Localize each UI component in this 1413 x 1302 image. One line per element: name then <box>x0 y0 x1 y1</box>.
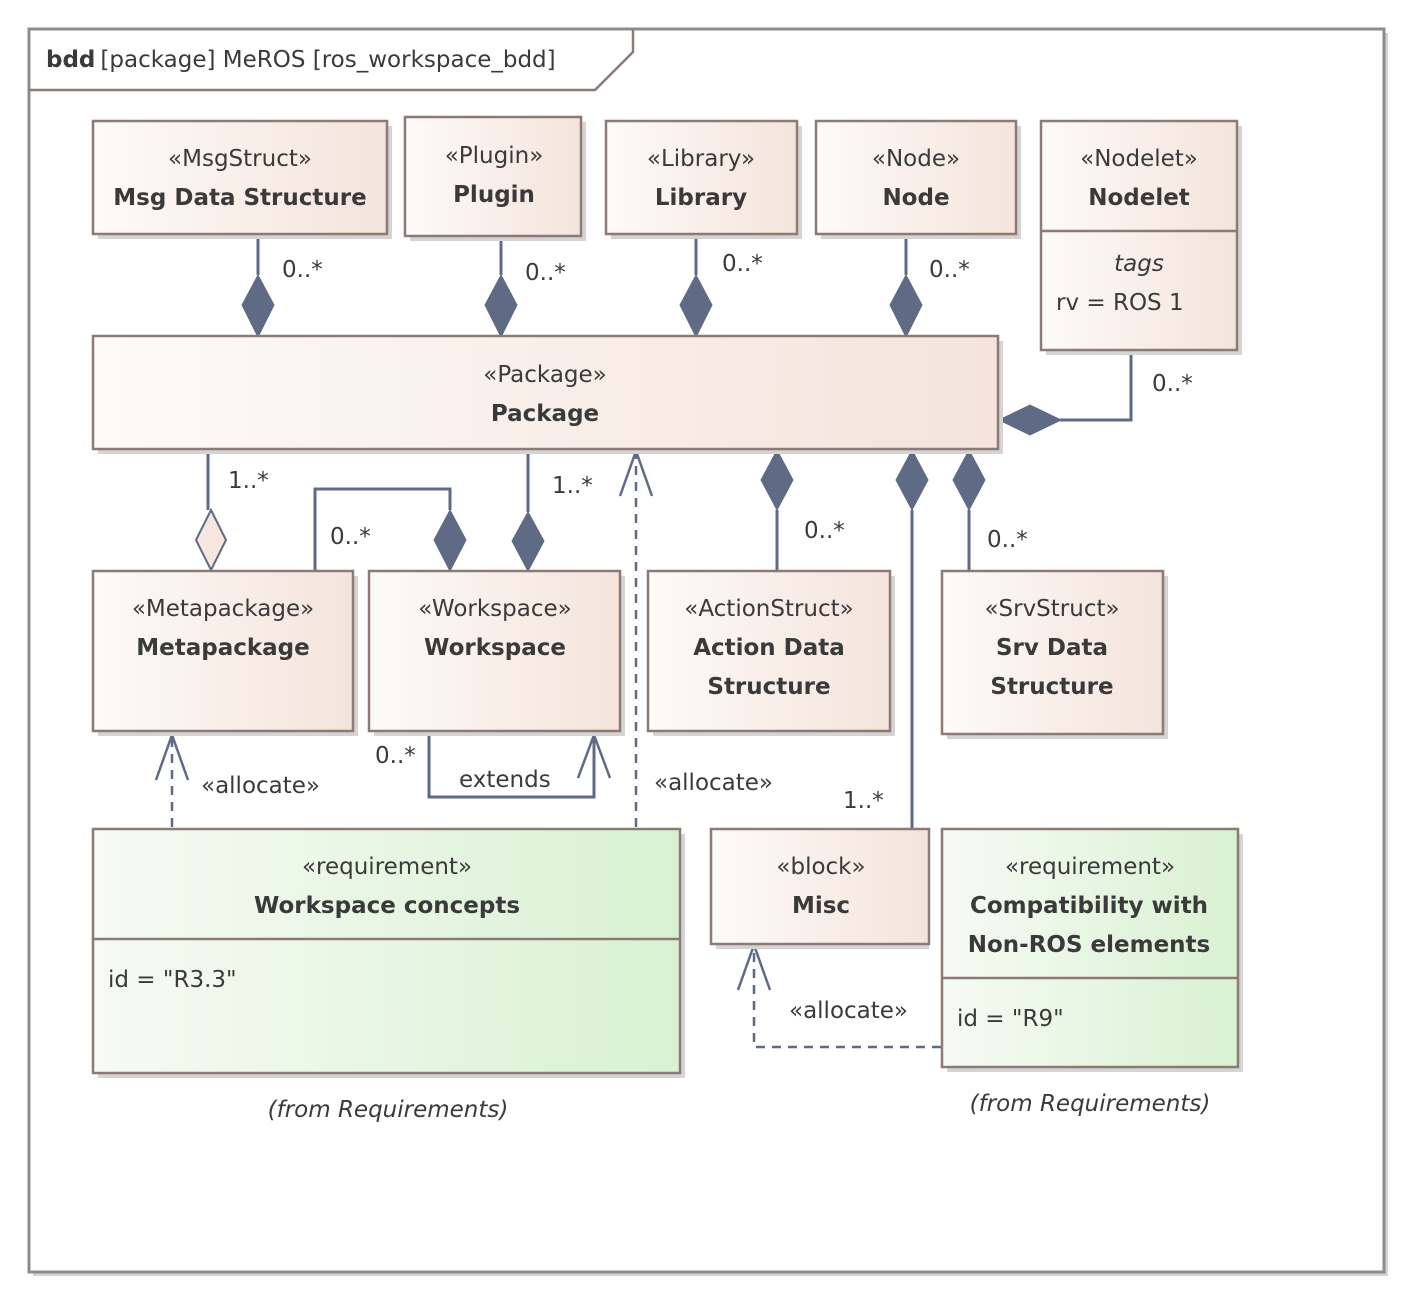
label-allocate-package: «allocate» <box>654 770 773 796</box>
nodelet-attribute: rv = ROS 1 <box>1056 290 1184 316</box>
compatibility-name-line1: Compatibility with <box>970 893 1208 919</box>
nodelet-composition-diamond <box>997 404 1063 436</box>
block-node[interactable]: «Node» Node <box>814 119 1021 239</box>
mult-workspace-extends: 0..* <box>375 743 416 769</box>
actionstruct-composition-diamond <box>760 448 794 512</box>
frame-kind: bdd <box>46 47 95 73</box>
srvstruct-name-line1: Srv Data <box>996 635 1108 661</box>
label-allocate-metapackage: «allocate» <box>201 773 320 799</box>
misc-composition-diamond <box>895 448 929 512</box>
msgstruct-name: Msg Data Structure <box>113 185 366 211</box>
block-package[interactable]: «Package» Package <box>91 334 1003 454</box>
workspace-concepts-name: Workspace concepts <box>254 893 520 919</box>
mult-node: 0..* <box>929 257 970 283</box>
mult-plugin: 0..* <box>525 260 566 286</box>
srvstruct-composition-diamond <box>952 448 986 512</box>
metapackage-stereotype: «Metapackage» <box>132 596 314 622</box>
workspace-metapackage-composition-line[interactable] <box>313 487 452 571</box>
multiplicity-labels: 0..* 0..* 0..* 0..* 0..* 1..* 1..* 0..* … <box>228 251 1193 814</box>
mult-workspace-package: 1..* <box>552 473 593 499</box>
block-library[interactable]: «Library» Library <box>604 119 802 239</box>
actionstruct-stereotype: «ActionStruct» <box>684 596 854 622</box>
mult-actionstruct: 0..* <box>804 518 845 544</box>
compatibility-name-line2: Non-ROS elements <box>968 932 1211 958</box>
requirement-compatibility[interactable]: «requirement» Compatibility with Non-ROS… <box>940 827 1243 1072</box>
mult-nodelet: 0..* <box>1152 371 1193 397</box>
nodelet-composition-line[interactable] <box>1060 351 1133 422</box>
requirement-workspace-concepts[interactable]: «requirement» Workspace concepts id = "R… <box>91 827 685 1078</box>
metapackage-name: Metapackage <box>136 635 310 661</box>
srvstruct-stereotype: «SrvStruct» <box>984 596 1119 622</box>
msgstruct-stereotype: «MsgStruct» <box>168 146 312 172</box>
block-srv-data-structure[interactable]: «SrvStruct» Srv Data Structure <box>940 569 1168 739</box>
block-action-data-structure[interactable]: «ActionStruct» Action Data Structure <box>646 569 895 736</box>
block-misc[interactable]: «block» Misc <box>709 827 931 949</box>
workspace-name: Workspace <box>424 635 566 661</box>
block-nodelet[interactable]: «Nodelet» Nodelet tags rv = ROS 1 <box>1039 119 1242 355</box>
node-name: Node <box>882 185 949 211</box>
workspace-concepts-from: (from Requirements) <box>268 1097 509 1123</box>
block-workspace[interactable]: «Workspace» Workspace <box>367 569 625 736</box>
node-stereotype: «Node» <box>872 146 960 172</box>
mult-misc: 1..* <box>843 788 884 814</box>
misc-name: Misc <box>792 893 850 919</box>
mult-workspace-metapackage: 0..* <box>330 524 371 550</box>
actionstruct-name-line1: Action Data <box>693 635 845 661</box>
misc-stereotype: «block» <box>776 854 865 880</box>
label-extends: extends <box>459 767 551 793</box>
library-name: Library <box>655 185 747 211</box>
workspace-concepts-stereotype: «requirement» <box>302 854 472 880</box>
plugin-stereotype: «Plugin» <box>445 143 544 169</box>
frame-title: bdd[package] MeROS [ros_workspace_bdd] <box>46 47 556 73</box>
block-metapackage[interactable]: «Metapackage» Metapackage <box>91 569 358 736</box>
library-stereotype: «Library» <box>647 146 755 172</box>
mult-msgstruct: 0..* <box>282 257 323 283</box>
workspace-stereotype: «Workspace» <box>418 596 571 622</box>
nodelet-tags-header: tags <box>1114 251 1164 277</box>
srvstruct-name-line2: Structure <box>990 674 1113 700</box>
label-allocate-misc: «allocate» <box>789 998 908 1024</box>
plugin-name: Plugin <box>453 182 535 208</box>
frame-title-text: [package] MeROS [ros_workspace_bdd] <box>100 47 555 73</box>
connector-labels: «allocate» «allocate» «allocate» extends <box>201 767 908 1024</box>
mult-srvstruct: 0..* <box>987 527 1028 553</box>
nodelet-name: Nodelet <box>1088 185 1190 211</box>
compatibility-stereotype: «requirement» <box>1005 854 1175 880</box>
actionstruct-name-line2: Structure <box>707 674 830 700</box>
package-name: Package <box>491 401 599 427</box>
compatibility-id: id = "R9" <box>957 1006 1064 1032</box>
compatibility-from: (from Requirements) <box>970 1091 1211 1117</box>
nodelet-stereotype: «Nodelet» <box>1080 146 1198 172</box>
package-stereotype: «Package» <box>483 362 606 388</box>
block-plugin[interactable]: «Plugin» Plugin <box>403 115 586 241</box>
workspace-extends-line[interactable] <box>427 733 596 799</box>
mult-library: 0..* <box>722 251 763 277</box>
block-msg-data-structure[interactable]: «MsgStruct» Msg Data Structure <box>91 119 392 239</box>
workspace-concepts-id: id = "R3.3" <box>108 967 237 993</box>
mult-metapackage: 1..* <box>228 468 269 494</box>
